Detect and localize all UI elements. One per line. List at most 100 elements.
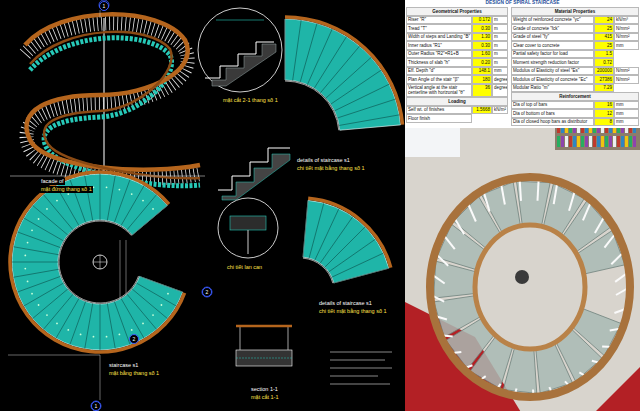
property-name: Outer Radius "R2"=R1+B (406, 50, 472, 59)
unit: m (492, 24, 508, 33)
view-title: staircase s1 (108, 362, 139, 369)
section-header: Geometrical Properties (406, 7, 508, 16)
step-nosing (132, 289, 167, 319)
step-nosing (43, 294, 73, 329)
book (601, 136, 604, 147)
book (589, 136, 592, 147)
view-subtitle: mặt cắt 1-1 (250, 394, 280, 401)
property-name: Eff. Depth "d" (406, 67, 472, 76)
facade-elevation (10, 14, 205, 185)
input-value: 0.20 (472, 58, 492, 67)
baluster-dot (24, 255, 26, 257)
book (621, 128, 624, 133)
input-value: 36 (472, 84, 492, 98)
step-nosing (332, 253, 384, 277)
property-name: Width of steps and Landing "B" (406, 33, 472, 42)
unit: N/mm² (614, 67, 639, 76)
book (629, 128, 632, 133)
column-cross (100, 255, 101, 269)
input-value: 415 (594, 33, 614, 42)
axis-line (100, 10, 101, 18)
baluster-dot (67, 329, 69, 331)
unit: kN/m³ (614, 16, 639, 25)
unit: N/mm² (614, 33, 639, 42)
step-nosing (127, 195, 157, 230)
unit: N/mm² (614, 75, 639, 84)
stair-treads (12, 174, 183, 350)
baluster-dot (46, 314, 48, 316)
step-nosing (339, 115, 399, 126)
unit: mm (614, 41, 639, 50)
view-title: mặt cắt 2-1 thang số 1 (222, 97, 279, 104)
input-value: 27386 (594, 75, 614, 84)
stair-treads (285, 19, 401, 130)
book (601, 128, 604, 133)
view-subtitle: chi tiết mặt bằng thang số 1 (296, 165, 366, 172)
book (581, 136, 584, 147)
note-line (330, 375, 378, 376)
rebar (236, 358, 292, 359)
detail-circle (198, 8, 282, 92)
step-nosing (107, 175, 115, 220)
property-name: Dia of top of bars (511, 101, 594, 110)
step-nosing (127, 294, 157, 329)
baluster-dot (152, 208, 154, 210)
axis-marker-ring (91, 401, 101, 411)
notes (330, 352, 392, 384)
unit: kN/m² (492, 106, 508, 115)
step-nosing (121, 186, 144, 226)
baluster-dot (46, 208, 48, 210)
baluster-dot (119, 334, 121, 336)
input-value: 1.60 (472, 50, 492, 59)
inner-string (59, 221, 139, 303)
inner-handrail (475, 225, 585, 349)
book (613, 128, 616, 133)
view-title: details of staircase s1 (296, 157, 351, 164)
view-title: facade of (40, 178, 65, 185)
unit: N/mm² (614, 24, 639, 33)
baluster-dot (67, 193, 69, 195)
property-name: Dia of bottom of bars (511, 109, 594, 118)
book (593, 136, 596, 147)
unit: mm (614, 109, 639, 118)
slab-section (236, 350, 292, 366)
step-nosing (285, 19, 286, 80)
step-nosing (307, 29, 332, 85)
baluster-dot (27, 281, 29, 283)
baluster-dot (161, 304, 163, 306)
step-nosing (107, 303, 115, 348)
step-nosing (132, 205, 167, 235)
input-value: 1.5 (594, 50, 614, 59)
book (581, 128, 584, 133)
book (589, 128, 592, 133)
baluster-dot (24, 268, 26, 270)
property-name: Modulus of Elasticity of steel "Es" (511, 67, 594, 76)
book (625, 136, 628, 147)
property-name: Modular Ratio "m" (511, 84, 594, 93)
book (585, 128, 588, 133)
step-nosing (13, 247, 58, 255)
cad-background (0, 0, 405, 411)
book (565, 136, 568, 147)
axis-line (100, 355, 101, 400)
book (613, 136, 616, 147)
input-value: 16 (594, 101, 614, 110)
slab-hatch (212, 44, 276, 86)
step-nosing (329, 239, 376, 272)
unit: degree (492, 84, 508, 98)
inner-string (285, 81, 339, 130)
dimension-line (216, 20, 264, 21)
step-nosing (12, 262, 58, 263)
book (617, 136, 620, 147)
baluster-dot (56, 323, 58, 325)
property-name: Thickness of slab "h" (406, 58, 472, 67)
center-column (93, 255, 107, 269)
property-name: Tread "T" (406, 24, 472, 33)
step-nosing (331, 70, 382, 104)
baluster-dot (31, 293, 33, 295)
book (593, 128, 596, 133)
view-subtitle: mặt đứng thang số 1 (40, 186, 93, 193)
bookshelf (555, 128, 640, 150)
unit: degree (492, 75, 508, 84)
view-subtitle: mặt bằng thang số 1 (108, 370, 160, 377)
